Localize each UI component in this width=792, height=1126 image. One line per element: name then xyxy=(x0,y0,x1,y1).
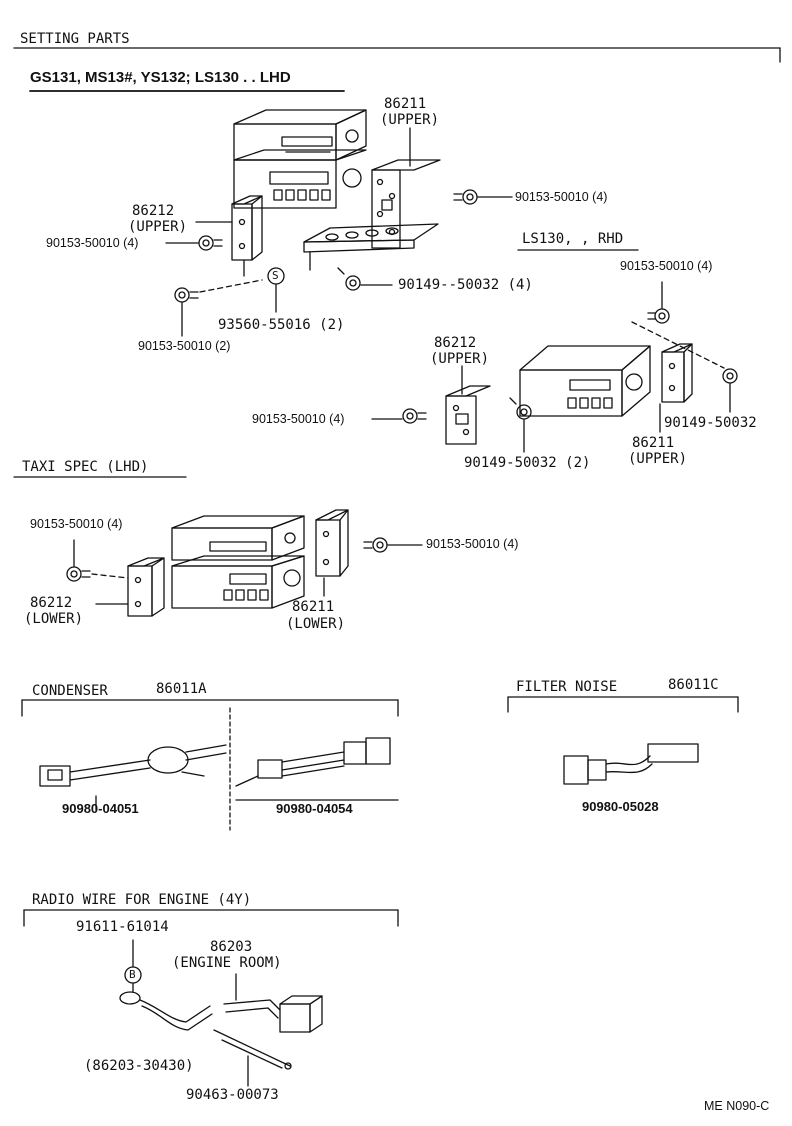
taxi-label-86211-sub: (LOWER) xyxy=(286,616,346,632)
taxi-radio-upper xyxy=(171,515,305,561)
radio-wire-heading: RADIO WIRE FOR ENGINE (4Y) xyxy=(32,892,252,908)
radio-wire-label-bolt: 91611-61014 xyxy=(76,919,169,935)
lhd-screw-mid xyxy=(337,267,393,291)
lhd-bottom-plate xyxy=(303,223,439,271)
lhd-label-bolt-left: 90153-50010 (4) xyxy=(46,236,139,250)
lhd-bolt-upper-right xyxy=(453,189,513,205)
condenser-90980-04051 xyxy=(39,744,227,811)
rhd-heading: LS130, , RHD xyxy=(522,231,624,247)
lhd-label-nut: 93560-55016 (2) xyxy=(218,317,345,333)
taxi-bracket-86212 xyxy=(127,557,165,617)
taxi-label-bolt-right: 90153-50010 (4) xyxy=(426,537,519,551)
rhd-label-bolt-left: 90153-50010 (4) xyxy=(252,412,345,426)
lhd-nut-leader xyxy=(267,267,285,313)
filter-90980-05028 xyxy=(563,743,699,785)
radio-wire-label-alt-part: (86203-30430) xyxy=(84,1058,194,1074)
lhd-label-86211-sub: (UPPER) xyxy=(380,112,440,128)
taxi-label-bolt-left: 90153-50010 (4) xyxy=(30,517,123,531)
filter-heading: FILTER NOISE xyxy=(516,679,618,695)
radio-wire-harness xyxy=(119,973,323,1033)
taxi-label-86212-num: 86212 xyxy=(30,595,73,611)
taxi-label-86212-sub: (LOWER) xyxy=(24,611,84,627)
lhd-bracket-86211 xyxy=(371,159,441,249)
rhd-label-screw-bottom: 90149-50032 (2) xyxy=(464,455,591,471)
lhd-label-86212-sub: (UPPER) xyxy=(128,219,188,235)
lhd-radio-lower xyxy=(233,149,367,209)
rhd-bolt-top xyxy=(631,281,725,369)
rhd-label-86212-sub: (UPPER) xyxy=(430,351,490,367)
lhd-bolt-lower-left xyxy=(174,279,263,337)
condenser-label-right: 90980-04054 xyxy=(276,801,353,816)
rhd-label-86211-sub: (UPPER) xyxy=(628,451,688,467)
rhd-radio xyxy=(519,345,651,417)
lhd-label-bolt-lower-left: 90153-50010 (2) xyxy=(138,339,231,353)
reference-code: ME N090-C xyxy=(704,1099,770,1113)
radio-wire-bolt xyxy=(124,939,142,993)
rhd-screw-right xyxy=(722,368,738,413)
radio-wire-label-harness-sub: (ENGINE ROOM) xyxy=(172,955,282,971)
rhd-bracket-86212 xyxy=(445,385,491,445)
radio-wire-label-harness-num: 86203 xyxy=(210,939,253,955)
lhd-label-bolt-upper-right: 90153-50010 (4) xyxy=(515,190,608,204)
condenser-bracket xyxy=(21,699,399,831)
taxi-label-86211-num: 86211 xyxy=(292,599,335,615)
filter-part-no: 86011C xyxy=(668,677,719,693)
rhd-label-86211-num: 86211 xyxy=(632,435,675,451)
rhd-bracket-86211 xyxy=(661,343,693,403)
rhd-label-bolt-top: 90153-50010 (4) xyxy=(620,259,713,273)
taxi-bolt-left xyxy=(66,539,129,582)
lhd-label-86211-num: 86211 xyxy=(384,96,427,112)
condenser-90980-04054 xyxy=(235,737,399,801)
lhd-bolt-left xyxy=(165,235,223,251)
condenser-part-no: 86011A xyxy=(156,681,207,697)
taxi-radio-lower xyxy=(171,555,305,609)
lhd-label-86212-num: 86212 xyxy=(132,203,175,219)
filter-bracket xyxy=(507,696,739,713)
condenser-label-left: 90980-04051 xyxy=(62,801,139,816)
rhd-screw-bottom xyxy=(509,397,532,453)
radio-wire-clamp xyxy=(213,1029,292,1087)
diagram-title: SETTING PARTS xyxy=(20,31,130,47)
filter-label-item: 90980-05028 xyxy=(582,799,659,814)
lhd-nut-mark: S xyxy=(272,269,279,282)
lhd-heading: GS131, MS13#, YS132; LS130 . . LHD xyxy=(30,69,291,86)
rhd-label-screw-right: 90149-50032 xyxy=(664,415,757,431)
lhd-radio-upper xyxy=(233,109,367,161)
condenser-heading: CONDENSER xyxy=(32,683,108,699)
lhd-bracket-86212 xyxy=(231,195,263,277)
radio-wire-bolt-mark: B xyxy=(129,968,136,981)
rhd-label-86212-num: 86212 xyxy=(434,335,477,351)
taxi-bolt-right xyxy=(363,537,423,553)
taxi-heading: TAXI SPEC (LHD) xyxy=(22,459,149,475)
radio-wire-label-clamp: 90463-00073 xyxy=(186,1087,279,1103)
lhd-label-screw-mid: 90149--50032 (4) xyxy=(398,277,533,293)
radio-wire-bracket xyxy=(23,909,399,927)
rhd-bolt-left xyxy=(371,408,427,424)
taxi-bracket-86211 xyxy=(315,509,349,597)
title-bracket xyxy=(13,47,781,63)
